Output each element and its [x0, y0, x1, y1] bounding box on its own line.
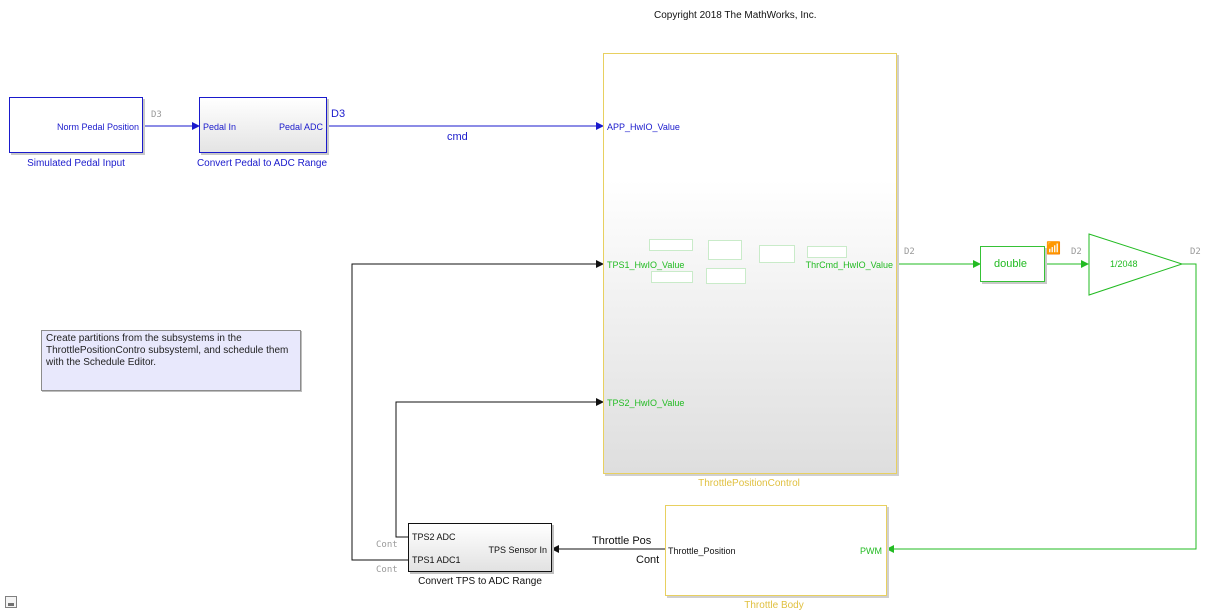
gain-triangle	[1088, 233, 1184, 296]
internal-block-thumb	[807, 246, 847, 258]
pedal-adc-port: Pedal ADC	[278, 122, 323, 132]
wire-pwm	[886, 263, 1197, 553]
throttle-position-control-label: ThrottlePositionControl	[698, 478, 800, 489]
double-dim-label: D2	[1071, 247, 1082, 257]
simulated-pedal-input-label: Simulated Pedal Input	[27, 158, 125, 169]
tps1-hwio-port: TPS1_HwIO_Value	[607, 260, 685, 270]
norm-pedal-position-port: Norm Pedal Position	[56, 122, 139, 132]
internal-block-thumb	[759, 245, 795, 263]
throttle-pos-signal-label: Throttle Pos	[592, 535, 652, 547]
wire-tps2	[395, 398, 604, 538]
gain-label: 1/2048	[1110, 259, 1138, 269]
thrcmd-dim-label: D2	[904, 247, 915, 257]
throttle-position-port: Throttle_Position	[668, 546, 736, 556]
wire-tps1	[351, 260, 604, 561]
throttle-body-label: Throttle Body	[744, 600, 804, 611]
app-hwio-port: APP_HwIO_Value	[607, 122, 680, 132]
signal-logging-icon: 📶	[1046, 241, 1061, 255]
tps1-adc1-port: TPS1 ADC1	[412, 555, 461, 565]
panel-toggle-icon[interactable]	[5, 596, 17, 608]
internal-block-thumb	[649, 239, 693, 251]
annotation-note: Create partitions from the subsystems in…	[41, 330, 301, 391]
internal-block-thumb	[708, 240, 742, 260]
convert-pedal-block[interactable]: Pedal In Pedal ADC	[199, 97, 327, 153]
annotation-text: Create partitions from the subsystems in…	[46, 333, 289, 368]
cmd-signal-label: cmd	[447, 131, 468, 143]
simulated-pedal-input-block[interactable]: Norm Pedal Position	[9, 97, 143, 153]
double-block[interactable]: double	[980, 246, 1045, 282]
copyright-text: Copyright 2018 The MathWorks, Inc.	[654, 10, 817, 21]
tps2-cont-label: Cont	[376, 540, 398, 550]
internal-block-thumb	[706, 268, 746, 284]
tps1-cont-label: Cont	[376, 565, 398, 575]
throttle-position-control-block[interactable]: APP_HwIO_Value TPS1_HwIO_Value TPS2_HwIO…	[603, 53, 897, 474]
convert-tps-label: Convert TPS to ADC Range	[418, 576, 542, 587]
convert-pedal-label: Convert Pedal to ADC Range	[196, 158, 328, 169]
tps-sensor-in-port: TPS Sensor In	[488, 545, 547, 555]
convert-tps-block[interactable]: TPS2 ADC TPS1 ADC1 TPS Sensor In	[408, 523, 552, 572]
gain-dim-label: D2	[1190, 247, 1201, 257]
internal-block-thumb	[651, 271, 693, 283]
tps2-hwio-port: TPS2_HwIO_Value	[607, 398, 685, 408]
throttle-pos-cont-label: Cont	[636, 554, 660, 566]
thrcmd-hwio-port: ThrCmd_HwIO_Value	[805, 260, 893, 270]
double-label: double	[994, 258, 1028, 270]
pwm-port: PWM	[860, 546, 882, 556]
pedal-dim-label: D3	[151, 110, 162, 120]
tps2-adc-port: TPS2 ADC	[412, 532, 456, 542]
pedal-adc-dim-label: D3	[331, 108, 346, 120]
panel-toggle-bar	[8, 603, 14, 606]
pedal-in-port: Pedal In	[203, 122, 237, 132]
throttle-body-block[interactable]: Throttle_Position PWM	[665, 505, 887, 596]
